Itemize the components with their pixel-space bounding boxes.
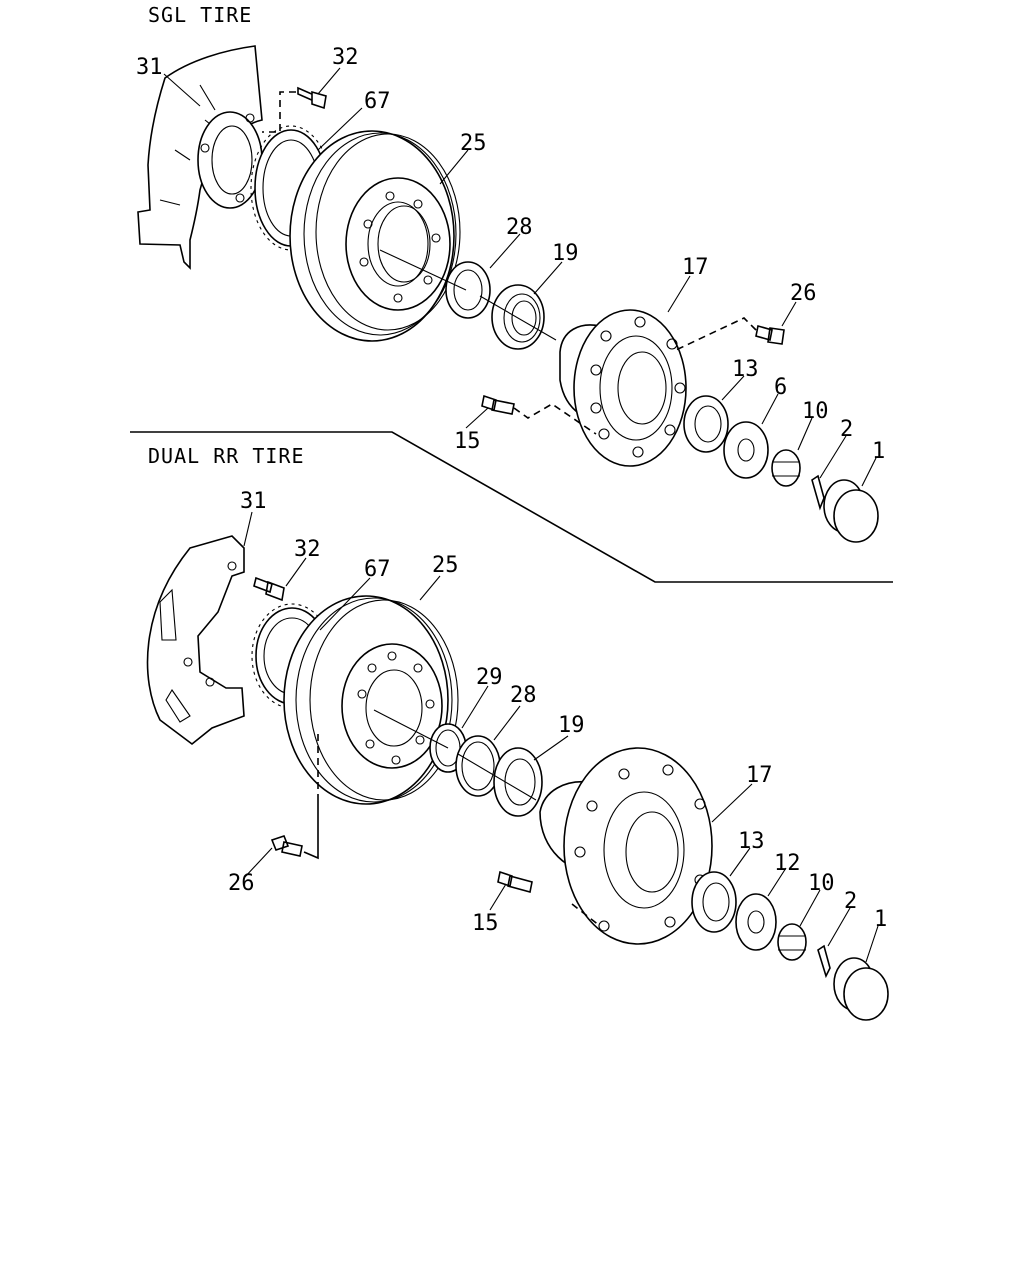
shield-bolt-part bbox=[297, 86, 327, 110]
callout-26: 26 bbox=[790, 281, 817, 306]
callout-26-lower: 26 bbox=[228, 871, 255, 896]
callout-2-lower: 2 bbox=[844, 889, 857, 914]
leader-lines bbox=[163, 67, 879, 963]
upper-assembly bbox=[137, 45, 879, 543]
stud-leader-dashed-lower bbox=[571, 903, 601, 927]
callout-31-lower: 31 bbox=[240, 489, 267, 514]
section-title-dual-rr-tire: DUAL RR TIRE bbox=[148, 444, 305, 468]
castle-nut-part-lower bbox=[777, 923, 807, 961]
wheel-hub-part-lower bbox=[539, 747, 713, 945]
hub-cap-part bbox=[823, 479, 879, 543]
outer-bearing-part-lower bbox=[691, 871, 737, 933]
callout-2: 2 bbox=[840, 417, 853, 442]
callout-1: 1 bbox=[872, 439, 885, 464]
callout-28-lower: 28 bbox=[510, 683, 537, 708]
callout-15-lower: 15 bbox=[472, 911, 499, 936]
callouts-upper: 31 32 67 25 28 19 17 26 13 6 10 2 1 15 bbox=[136, 45, 885, 464]
callout-10-lower: 10 bbox=[808, 871, 835, 896]
inner-bearing-part-lower bbox=[493, 747, 543, 817]
thrust-washer-part bbox=[723, 421, 769, 479]
callout-10: 10 bbox=[802, 399, 829, 424]
section-divider-line bbox=[130, 431, 893, 583]
callout-67-lower: 67 bbox=[364, 557, 391, 582]
callout-13: 13 bbox=[732, 357, 759, 382]
callout-6: 6 bbox=[774, 375, 787, 400]
castle-nut-part bbox=[771, 449, 801, 487]
brake-disc-part bbox=[289, 130, 461, 342]
callout-31: 31 bbox=[136, 55, 163, 80]
inner-bearing-part bbox=[491, 284, 545, 350]
callouts-lower: 31 32 67 25 29 28 19 17 13 12 10 2 1 15 … bbox=[228, 489, 887, 936]
wheel-stud-part-lower bbox=[497, 870, 533, 893]
brake-disc-part-lower bbox=[283, 595, 459, 805]
outer-bearing-part bbox=[683, 395, 729, 453]
callout-25: 25 bbox=[460, 131, 487, 156]
lower-assembly bbox=[146, 535, 889, 1021]
dust-shield-part-lower bbox=[146, 535, 245, 746]
upper-axis-line bbox=[379, 249, 557, 341]
callout-28: 28 bbox=[506, 215, 533, 240]
hub-bolt-leader-dashed bbox=[675, 317, 757, 351]
disc-bolt-part bbox=[270, 835, 303, 857]
callout-17-lower: 17 bbox=[746, 763, 773, 788]
dust-shield-part bbox=[137, 45, 263, 270]
callout-1-lower: 1 bbox=[874, 907, 887, 932]
callout-25-lower: 25 bbox=[432, 553, 459, 578]
callout-17: 17 bbox=[682, 255, 709, 280]
lower-axis-line bbox=[373, 709, 537, 801]
bolt-leader-dashed bbox=[262, 91, 296, 133]
cotter-pin-part-lower bbox=[817, 944, 831, 979]
callout-29-lower: 29 bbox=[476, 665, 503, 690]
hub-cap-part-lower bbox=[833, 957, 889, 1021]
callout-32-lower: 32 bbox=[294, 537, 321, 562]
lock-washer-part bbox=[735, 893, 777, 951]
callout-13-lower: 13 bbox=[738, 829, 765, 854]
wheel-hub-part bbox=[559, 309, 687, 467]
callout-15: 15 bbox=[454, 429, 481, 454]
section-title-sgl-tire: SGL TIRE bbox=[148, 3, 252, 27]
shield-bolt-part-lower bbox=[253, 576, 285, 602]
callout-19-lower: 19 bbox=[558, 713, 585, 738]
hub-bolt-part bbox=[755, 324, 785, 345]
disc-bolt-leader-line bbox=[303, 800, 319, 860]
callout-12-lower: 12 bbox=[774, 851, 801, 876]
cotter-pin-part bbox=[811, 474, 825, 511]
callout-19: 19 bbox=[552, 241, 579, 266]
callout-32: 32 bbox=[332, 45, 359, 70]
callout-67: 67 bbox=[364, 89, 391, 114]
wheel-stud-part bbox=[481, 394, 515, 415]
oil-seal-part bbox=[445, 261, 491, 319]
